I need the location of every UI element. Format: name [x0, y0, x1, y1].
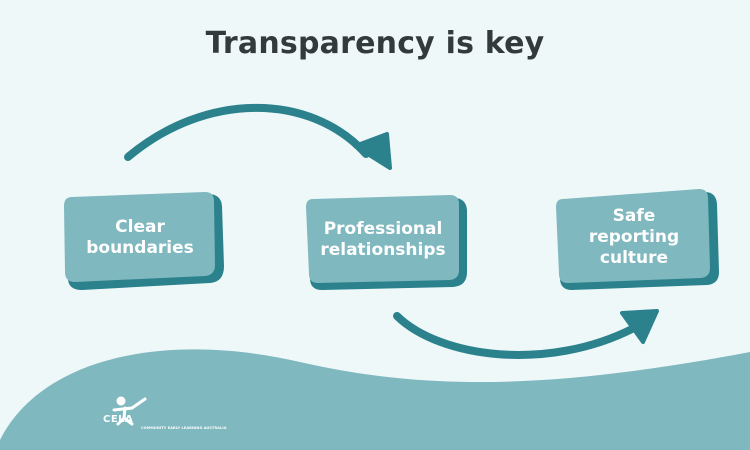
- step-label: Clear boundaries: [86, 217, 194, 258]
- step-label: Professional relationships: [320, 219, 446, 260]
- background-hill: [0, 349, 750, 450]
- box-3-face: [556, 189, 710, 283]
- step-safe-reporting-culture: Safe reporting culture: [558, 194, 710, 280]
- arrow-bottom: [393, 309, 659, 359]
- step-label: Safe reporting culture: [588, 205, 680, 268]
- box-1-face: [64, 192, 215, 282]
- step-clear-boundaries: Clear boundaries: [66, 198, 214, 278]
- page-title: Transparency is key: [205, 26, 545, 61]
- logo-name: CELA: [103, 414, 134, 425]
- arrow-top: [124, 103, 392, 170]
- cela-logo-figure: [112, 396, 147, 426]
- step-professional-relationships: Professional relationships: [307, 200, 459, 280]
- box-2-face: [306, 195, 459, 283]
- logo-tagline: COMMUNITY EARLY LEARNING AUSTRALIA: [141, 426, 227, 430]
